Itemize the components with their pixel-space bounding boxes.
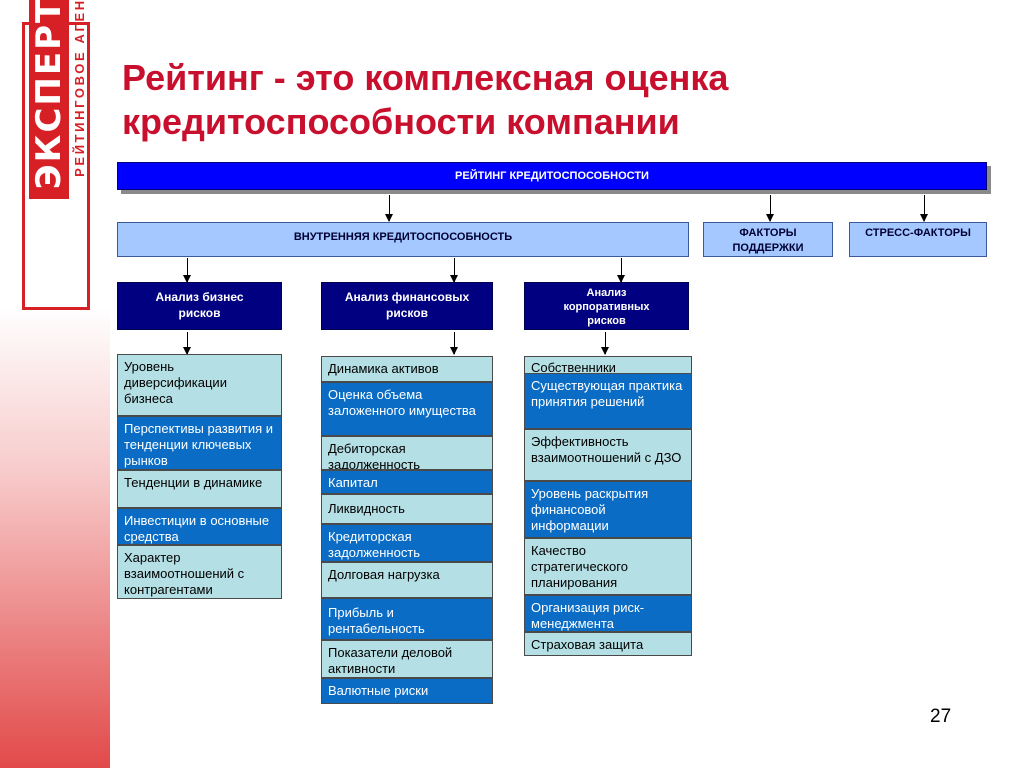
corporate-item-insurance: Страховая защита xyxy=(524,632,692,656)
corporate-item-decision-practice: Существующая практика принятия решений xyxy=(524,373,692,429)
financial-risk-header: Анализ финансовых рисков xyxy=(321,282,493,330)
arrow-root-support xyxy=(766,195,774,222)
arrow-internal-business xyxy=(183,258,191,283)
financial-item-profitability: Прибыль и рентабельность xyxy=(321,598,493,640)
arrow-internal-financial xyxy=(450,258,458,283)
financial-item-capital: Капитал xyxy=(321,470,493,494)
logo: ЭКСПЕРТ РА РЕЙТИНГОВОЕ АГЕНТСТВО xyxy=(22,0,90,310)
title-line-2: кредитоспособности компании xyxy=(122,101,680,142)
financial-item-assets: Динамика активов xyxy=(321,356,493,382)
financial-item-business-activity: Показатели деловой активности xyxy=(321,640,493,678)
arrow-corporate-items xyxy=(601,332,609,355)
arrow-business-items xyxy=(183,332,191,355)
page-number: 27 xyxy=(930,706,952,727)
corporate-item-disclosure: Уровень раскрытия финансовой информации xyxy=(524,481,692,538)
financial-item-currency-risks: Валютные риски xyxy=(321,678,493,704)
financial-item-payables: Кредиторская задолженность xyxy=(321,524,493,562)
arrow-financial-items xyxy=(450,332,458,355)
business-item-diversification: Уровень диверсификации бизнеса xyxy=(117,354,282,416)
business-item-counterparties: Характер взаимоотношений с контрагентами xyxy=(117,545,282,599)
logo-main-text: ЭКСПЕРТ РА xyxy=(29,0,69,199)
rating-root-box: РЕЙТИНГ КРЕДИТОСПОСОБНОСТИ xyxy=(117,162,987,190)
arrow-root-stress xyxy=(920,195,928,222)
financial-item-collateral: Оценка объема заложенного имущества xyxy=(321,382,493,436)
support-factors-box: ФАКТОРЫ ПОДДЕРЖКИ xyxy=(703,222,833,257)
logo-sub-text: РЕЙТИНГОВОЕ АГЕНТСТВО xyxy=(72,0,87,177)
logo-rotated: ЭКСПЕРТ РА РЕЙТИНГОВОЕ АГЕНТСТВО xyxy=(25,0,93,203)
arrow-internal-corporate xyxy=(617,258,625,283)
arrow-root-internal xyxy=(385,195,393,222)
corporate-item-risk-management: Организация риск-менеджмента xyxy=(524,595,692,632)
financial-item-debt-load: Долговая нагрузка xyxy=(321,562,493,598)
stress-factors-box: СТРЕСС-ФАКТОРЫ xyxy=(849,222,987,257)
business-item-prospects: Перспективы развития и тенденции ключевы… xyxy=(117,416,282,470)
title-line-1: Рейтинг - это комплексная оценка xyxy=(122,57,729,98)
business-risk-header: Анализ бизнес рисков xyxy=(117,282,282,330)
financial-item-receivables: Дебиторская задолженность xyxy=(321,436,493,470)
internal-creditworthiness-box: ВНУТРЕННЯЯ КРЕДИТОСПОСОБНОСТЬ xyxy=(117,222,689,257)
corporate-item-subsidiaries: Эффективность взаимоотношений с ДЗО xyxy=(524,429,692,481)
corporate-item-strategic-planning: Качество стратегического планирования xyxy=(524,538,692,595)
financial-item-liquidity: Ликвидность xyxy=(321,494,493,524)
corporate-risk-header: Анализ корпоративных рисков xyxy=(524,282,689,330)
business-item-trends: Тенденции в динамике xyxy=(117,470,282,508)
business-item-investments: Инвестиции в основные средства xyxy=(117,508,282,545)
page-title: Рейтинг - это комплексная оценка кредито… xyxy=(122,56,982,144)
